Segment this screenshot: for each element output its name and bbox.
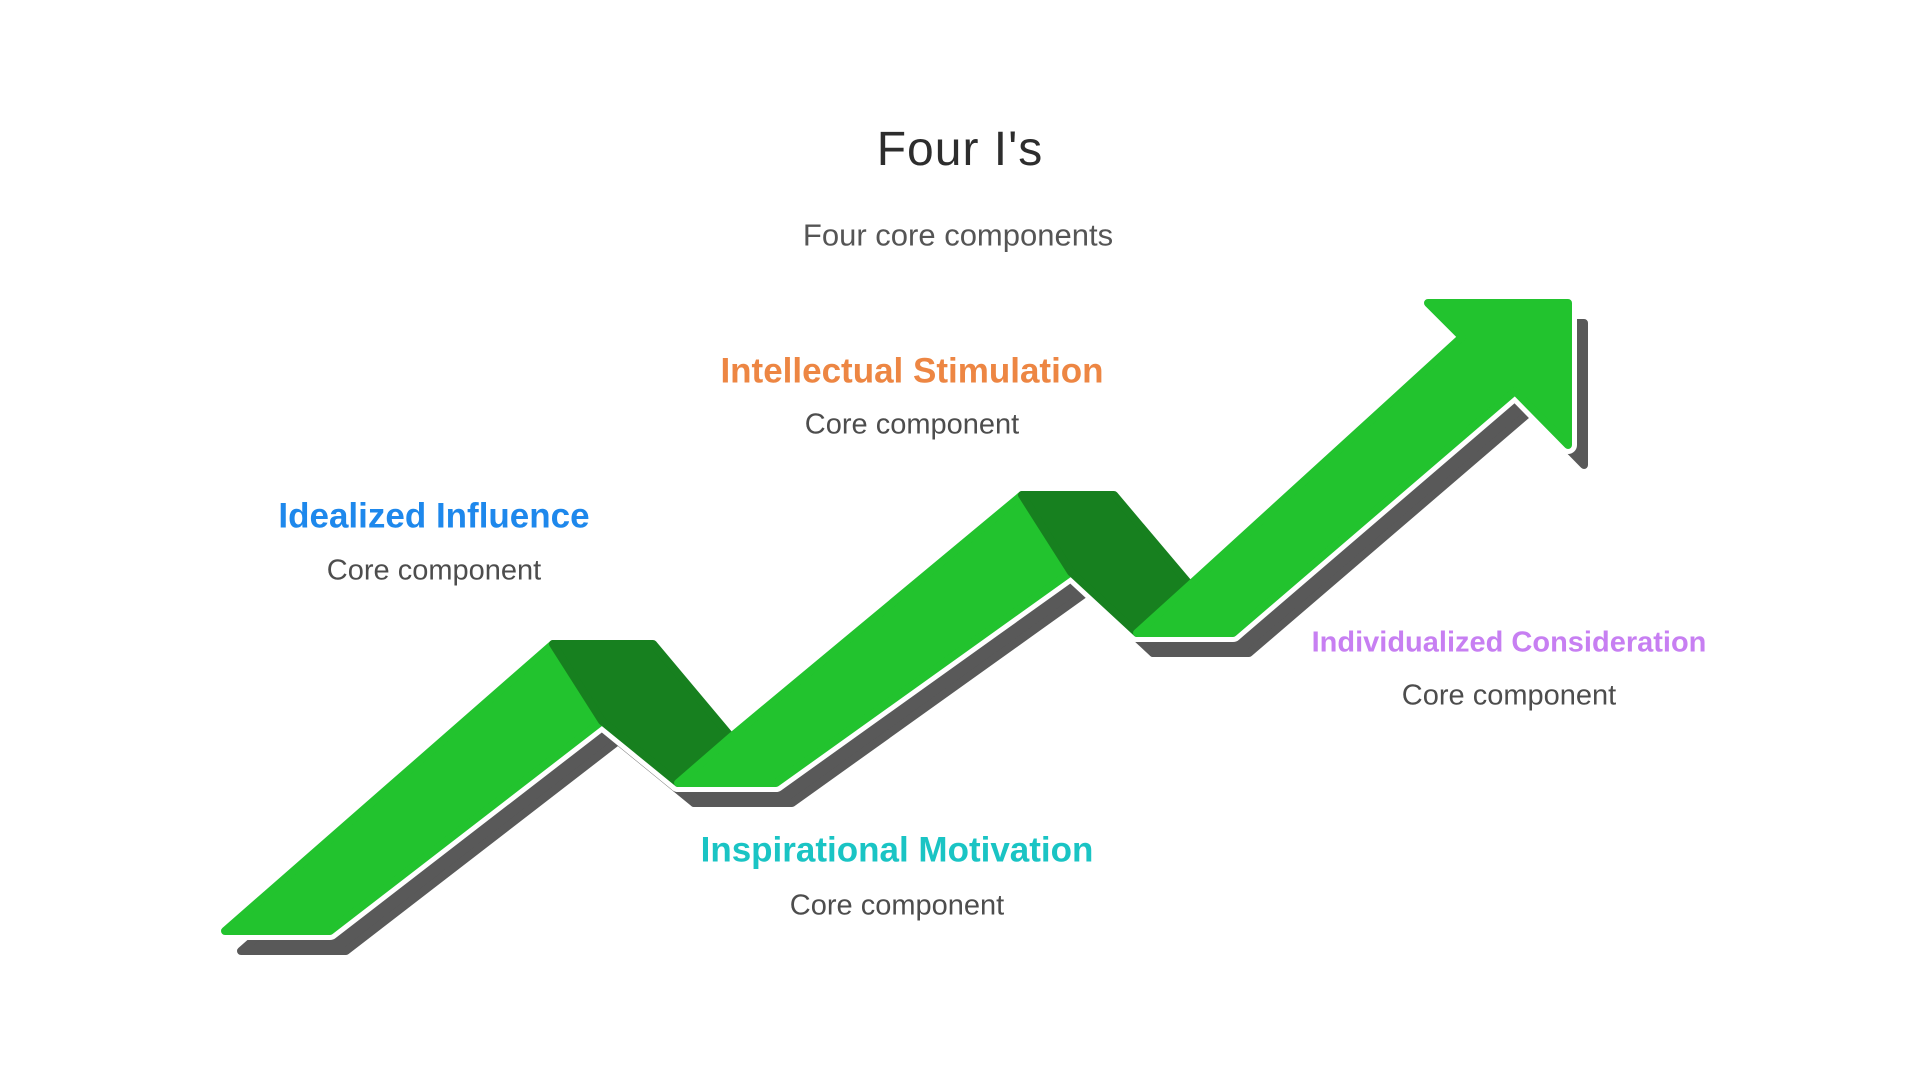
label-intellectual-stimulation: Intellectual Stimulation: [720, 351, 1104, 391]
sublabel-individualized-consideration: Core component: [1401, 679, 1617, 712]
sublabel-idealized-influence: Core component: [326, 554, 542, 587]
arrow-ribbon: [221, 299, 1572, 935]
label-individualized-consideration: Individualized Consideration: [1311, 626, 1707, 659]
label-idealized-influence: Idealized Influence: [278, 496, 590, 536]
page-subtitle: Four core components: [802, 217, 1114, 253]
ribbon-segment-3-arrowhead: [1133, 299, 1572, 637]
label-inspirational-motivation: Inspirational Motivation: [700, 830, 1094, 870]
page-title: Four I's: [876, 123, 1044, 176]
sublabel-intellectual-stimulation: Core component: [804, 408, 1020, 441]
sublabel-inspirational-motivation: Core component: [789, 889, 1005, 922]
